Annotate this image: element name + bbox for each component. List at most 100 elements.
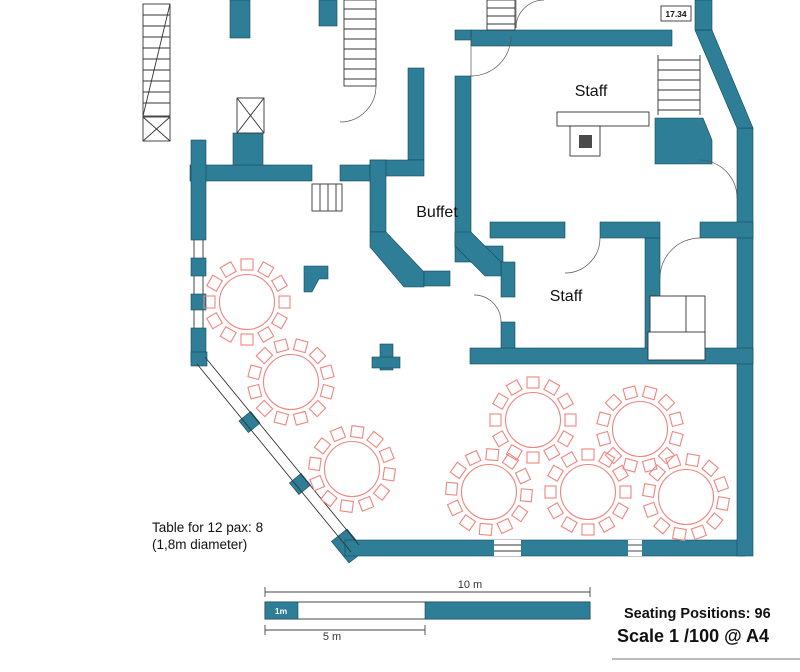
banquet-table-12pax <box>489 376 577 464</box>
chair <box>611 464 629 482</box>
chair <box>543 379 561 397</box>
chair <box>339 499 355 514</box>
chair <box>496 517 514 535</box>
chair <box>581 523 595 536</box>
chair <box>270 274 288 292</box>
height-dimension-value: 17.34 <box>665 9 687 19</box>
staff-room-fixtures <box>556 111 650 157</box>
chair <box>319 364 335 381</box>
chair <box>511 504 529 523</box>
chair <box>641 482 657 498</box>
chair <box>382 466 397 482</box>
chair <box>652 516 671 535</box>
chair <box>604 393 623 412</box>
stair-top-center <box>343 0 377 87</box>
banquet-tables <box>203 258 731 542</box>
chair <box>596 411 612 428</box>
left-wall-windows <box>193 240 204 328</box>
chair <box>257 325 275 343</box>
chair <box>273 338 290 354</box>
dim-5m-label: 5 m <box>322 631 342 643</box>
chair <box>648 463 667 482</box>
counter-lower-right <box>647 295 706 361</box>
chair <box>657 446 676 465</box>
chair <box>642 501 659 519</box>
chair <box>349 424 365 439</box>
banquet-table-12pax <box>641 452 731 542</box>
chair <box>598 451 616 469</box>
chair <box>307 456 322 472</box>
chair <box>526 376 540 389</box>
banquet-table-12pax <box>544 448 632 536</box>
chair <box>464 449 482 467</box>
chair <box>240 258 254 271</box>
table-annotation-line2: (1,8m diameter) <box>152 537 248 552</box>
chair <box>378 446 395 464</box>
chair <box>206 274 224 292</box>
chair <box>560 515 578 533</box>
chair <box>458 514 477 532</box>
chair <box>622 457 639 473</box>
chair <box>596 430 612 447</box>
table-annotation-line1: Table for 12 pax: 8 <box>152 520 264 535</box>
chair <box>622 385 639 401</box>
chair <box>526 451 540 464</box>
chair <box>505 379 523 397</box>
chair <box>219 261 237 279</box>
chair <box>357 495 375 512</box>
chair <box>203 295 216 309</box>
scale-bar <box>264 587 591 635</box>
chair <box>543 443 561 461</box>
seating-positions-label: Seating Positions: 96 <box>624 606 771 622</box>
chair <box>701 459 720 478</box>
chair <box>329 426 347 443</box>
chair <box>611 502 629 520</box>
chair <box>478 522 493 536</box>
scale-label: Scale 1 /100 @ A4 <box>617 626 769 646</box>
chair <box>240 333 254 346</box>
chair <box>247 383 263 400</box>
banquet-table-12pax <box>203 258 291 346</box>
chair <box>489 413 502 427</box>
chair <box>671 526 687 542</box>
chair <box>372 483 391 501</box>
chair <box>657 393 676 412</box>
chair <box>206 312 224 330</box>
chair <box>257 261 275 279</box>
dim-1m-label: 1m <box>274 606 288 616</box>
chair <box>685 452 701 468</box>
chair <box>366 430 384 449</box>
dim-10m-label: 10 m <box>457 579 483 591</box>
chair <box>292 338 309 354</box>
chair <box>320 489 338 508</box>
chair <box>485 448 500 462</box>
chair <box>319 383 335 400</box>
chair <box>309 474 326 492</box>
chair <box>547 464 565 482</box>
banquet-table-12pax <box>596 385 684 473</box>
chair <box>501 452 520 470</box>
stair-top-left <box>142 3 171 142</box>
chair <box>492 430 510 448</box>
room-label-buffet: Buffet <box>416 204 458 221</box>
chair <box>278 295 291 309</box>
chair <box>313 437 332 455</box>
chair <box>547 502 565 520</box>
chair <box>564 413 577 427</box>
chair <box>308 399 327 418</box>
stair-right-corridor <box>657 55 701 115</box>
chair <box>219 325 237 343</box>
banquet-table-12pax <box>307 424 397 514</box>
chair <box>544 485 557 499</box>
chair <box>492 392 510 410</box>
dimension-box <box>660 5 692 22</box>
chair <box>715 496 731 512</box>
stair-top-right <box>486 0 516 31</box>
banquet-table-12pax <box>247 338 335 426</box>
chair <box>560 451 578 469</box>
chair <box>581 448 595 461</box>
entry-steps <box>311 183 343 212</box>
chair <box>690 524 708 541</box>
chair <box>556 392 574 410</box>
